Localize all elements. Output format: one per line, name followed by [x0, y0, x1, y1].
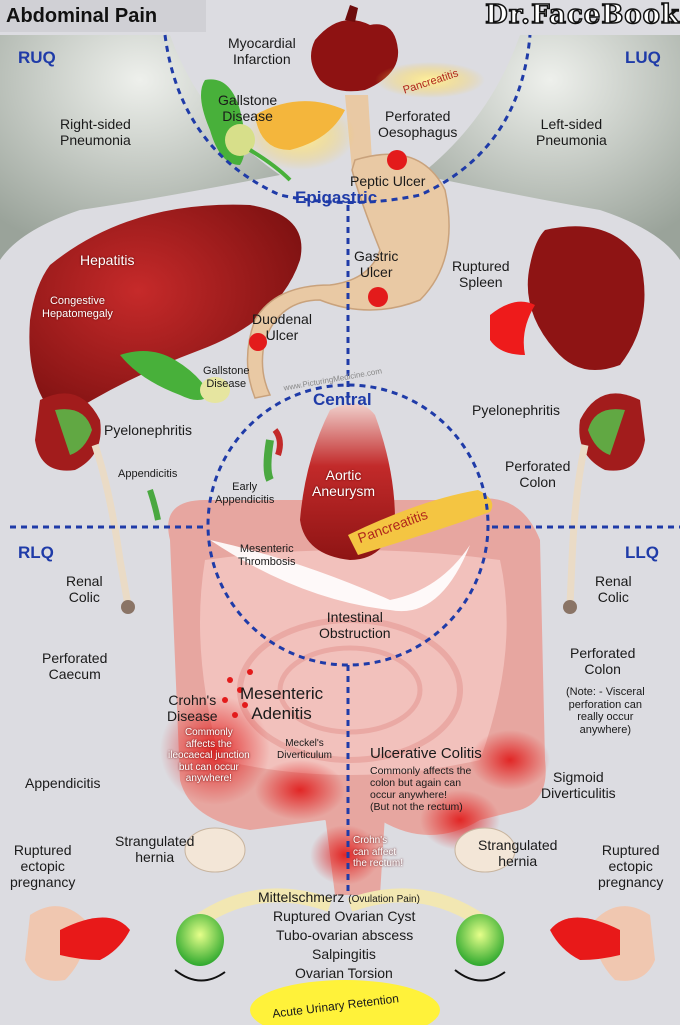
label-aortic-aneurysm: Aortic Aneurysm: [312, 467, 376, 500]
spleen: [527, 226, 645, 370]
right-lung: [0, 35, 280, 260]
label-left-pneumonia: Left-sided Pneumonia: [536, 116, 607, 149]
label-mesenteric-adenitis: Mesenteric Adenitis: [240, 684, 324, 723]
label-salpingitis: Salpingitis: [312, 946, 376, 962]
right-ovary: [176, 914, 224, 966]
region-epigastric: Epigastric: [295, 188, 378, 207]
label-perforated-oesophagus: Perforated Oesophagus: [378, 108, 458, 141]
quadrant-llq: LLQ: [625, 543, 659, 562]
label-renal-colic-left: Renal Colic: [595, 573, 632, 606]
label-hepatitis: Hepatitis: [80, 252, 135, 268]
left-lung: [420, 35, 680, 260]
ectopic-right: [25, 906, 86, 981]
left-ureter: [566, 444, 589, 606]
quadrant-luq: LUQ: [625, 48, 661, 67]
label-strangulated-hernia-right: Strangulated hernia: [115, 833, 195, 866]
label-gallstone-disease-mid: Gallstone Disease: [203, 365, 250, 390]
label-duodenal-ulcer: Duodenal Ulcer: [252, 311, 312, 344]
gallbladder-mid: [120, 351, 210, 400]
mesentery: [210, 540, 470, 612]
aorta: [300, 403, 395, 560]
label-myocardial-infarction: Myocardial Infarction: [228, 35, 296, 68]
label-mittelschmerz: Mittelschmerz (Ovulation Pain): [258, 889, 420, 906]
label-crohns-note: Commonly affects the ileocaecal junction…: [168, 727, 250, 784]
hernia-left: [454, 827, 516, 873]
label-strangulated-hernia-left: Strangulated hernia: [478, 837, 558, 870]
label-pyelonephritis-left: Pyelonephritis: [472, 402, 560, 418]
label-ulcerative-colitis: Ulcerative Colitis: [370, 745, 482, 762]
label-ovarian-torsion: Ovarian Torsion: [295, 965, 393, 981]
pancreas-top: [255, 101, 345, 150]
liver: [29, 204, 302, 420]
label-early-appendicitis: Early Appendicitis: [215, 481, 275, 506]
label-perforated-colon-note: (Note: - Visceral perforation can really…: [566, 686, 645, 736]
appendix-early: [263, 439, 274, 482]
label-mesenteric-thrombosis: Mesenteric Thrombosis: [238, 543, 296, 568]
quadrant-ruq: RUQ: [18, 48, 56, 67]
label-gastric-ulcer: Gastric Ulcer: [354, 248, 399, 281]
label-congestive-hepatomegaly: Congestive Hepatomegaly: [42, 295, 113, 320]
heart: [311, 20, 399, 92]
brand-logo: Dr.FaceBook: [484, 0, 680, 31]
label-ovarian-cyst: Ruptured Ovarian Cyst: [273, 908, 416, 924]
stomach-duodenum: [246, 153, 450, 399]
label-meckels-diverticulum: Meckel's Diverticulum: [277, 738, 333, 761]
left-ovary: [456, 914, 504, 966]
label-mittelschmerz-text: Mittelschmerz: [258, 889, 345, 905]
label-ruptured-spleen: Ruptured Spleen: [452, 258, 510, 291]
label-ectopic-right: Ruptured ectopic pregnancy: [10, 842, 76, 891]
ectopic-left: [594, 906, 655, 981]
label-perforated-colon-lower: Perforated Colon: [570, 645, 636, 678]
page-title: Abdominal Pain: [0, 0, 206, 32]
quadrant-rlq: RLQ: [18, 543, 54, 562]
label-gallstone-disease-top: Gallstone Disease: [218, 92, 278, 125]
appendix-upper: [147, 489, 161, 521]
label-right-pneumonia: Right-sided Pneumonia: [60, 116, 131, 149]
region-lines: [10, 34, 680, 895]
label-perforated-colon-upper: Perforated Colon: [505, 458, 571, 491]
hernia-right: [184, 827, 246, 873]
label-peptic-ulcer: Peptic Ulcer: [350, 173, 426, 189]
label-crohns-disease: Crohn's Disease: [167, 692, 218, 725]
right-ureter: [91, 443, 132, 606]
pancreas-central: [348, 490, 493, 555]
region-central: Central: [313, 390, 372, 409]
spleen-bleed: [490, 301, 535, 355]
label-uc-note: Commonly affects the colon but again can…: [370, 765, 472, 814]
lymph-node-dots: [222, 669, 253, 718]
oesophagus: [345, 95, 372, 170]
label-intestinal-obstruction: Intestinal Obstruction: [319, 609, 391, 642]
bladder-glow: [250, 980, 440, 1025]
label-appendicitis-lower: Appendicitis: [25, 775, 101, 791]
label-mittelschmerz-note: (Ovulation Pain): [348, 894, 420, 905]
small-bowel: [200, 550, 507, 775]
label-appendicitis-upper: Appendicitis: [118, 468, 178, 480]
label-perforated-caecum: Perforated Caecum: [42, 650, 108, 683]
label-pyelonephritis-right: Pyelonephritis: [104, 422, 192, 438]
label-tubo-ovarian-abscess: Tubo-ovarian abscess: [276, 927, 414, 943]
label-renal-colic-right: Renal Colic: [66, 573, 103, 606]
label-crohns-rectum: Crohn's can affect the rectum!: [353, 835, 404, 869]
label-ectopic-left: Ruptured ectopic pregnancy: [598, 842, 664, 891]
label-sigmoid-diverticulitis: Sigmoid Diverticulitis: [541, 769, 616, 802]
